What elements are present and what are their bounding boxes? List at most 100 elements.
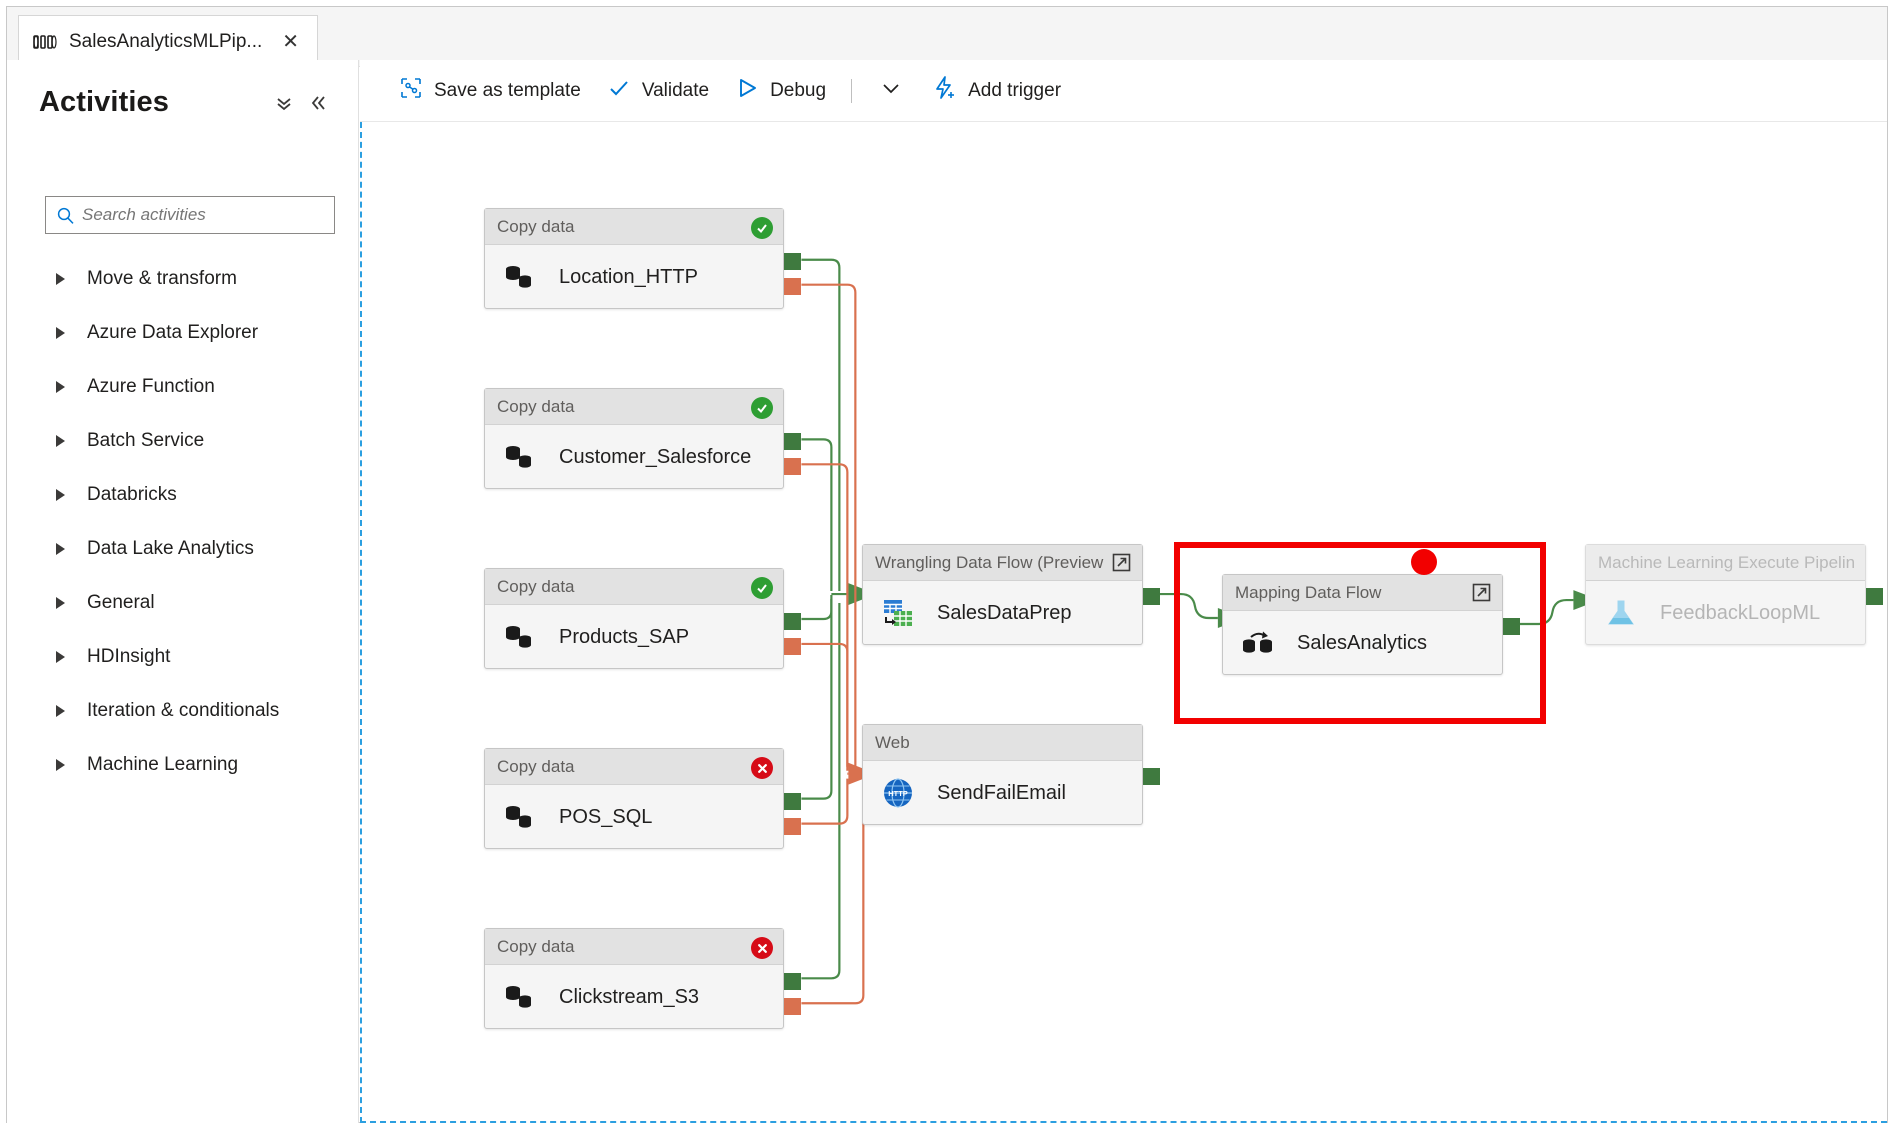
page-title: Activities xyxy=(39,86,169,118)
node-type-label: Copy data xyxy=(497,216,575,236)
activity-node-sendfailemail[interactable]: Web HTTP SendFailEmail xyxy=(862,724,1160,825)
activity-node-clickstream-s3[interactable]: Copy data Clickstream_S3 xyxy=(484,928,801,1029)
node-header: Wrangling Data Flow (Preview xyxy=(863,545,1142,581)
chevron-double-left-icon[interactable] xyxy=(301,90,335,116)
pipeline-graph: Copy data Location_HTTP xyxy=(362,122,1887,1121)
lightning-bolt-icon xyxy=(931,75,957,106)
add-trigger-label: Add trigger xyxy=(968,79,1062,101)
add-trigger-button[interactable]: Add trigger xyxy=(918,70,1074,112)
node-body: Customer_Salesforce xyxy=(485,425,783,489)
sidebar-item-batch-service[interactable]: Batch Service xyxy=(45,414,345,468)
success-output-port[interactable] xyxy=(784,973,801,990)
node-name-label: Products_SAP xyxy=(559,625,690,648)
open-in-new-icon[interactable] xyxy=(1471,582,1492,603)
tab-strip: SalesAnalyticsMLPip... ✕ xyxy=(7,7,1887,67)
chevron-down-icon xyxy=(880,77,902,104)
debug-dropdown-button[interactable] xyxy=(864,69,918,112)
mapping-dataflow-icon xyxy=(1241,629,1275,657)
breakpoint-dot-indicator xyxy=(1411,549,1437,575)
search-activities-box[interactable] xyxy=(45,196,335,234)
sidebar-item-label: Azure Function xyxy=(87,376,215,397)
node-body: FeedbackLoopML xyxy=(1586,581,1865,645)
http-web-icon: HTTP xyxy=(881,777,915,809)
tab-pipeline[interactable]: SalesAnalyticsMLPip... ✕ xyxy=(18,15,318,67)
node-type-label: Copy data xyxy=(497,576,575,596)
chevron-right-icon xyxy=(53,703,67,719)
node-name-label: Clickstream_S3 xyxy=(559,985,700,1008)
copy-data-icon xyxy=(503,442,537,472)
failure-output-port[interactable] xyxy=(784,638,801,655)
sidebar-item-label: Azure Data Explorer xyxy=(87,322,259,343)
node-name-label: Customer_Salesforce xyxy=(559,445,752,468)
node-header: Machine Learning Execute Pipeline xyxy=(1586,545,1865,581)
sidebar-item-databricks[interactable]: Databricks xyxy=(45,468,345,522)
activity-node-pos-sql[interactable]: Copy data POS_SQL xyxy=(484,748,801,849)
chevron-right-icon xyxy=(53,649,67,665)
success-output-port[interactable] xyxy=(784,613,801,630)
sidebar-item-hdinsight[interactable]: HDInsight xyxy=(45,630,345,684)
node-name-label: SalesAnalytics xyxy=(1297,631,1428,654)
chevron-right-icon xyxy=(53,325,67,341)
validate-button[interactable]: Validate xyxy=(594,70,722,112)
activity-node-customer-salesforce[interactable]: Copy data Customer_Salesforce xyxy=(484,388,801,489)
failure-output-port[interactable] xyxy=(784,458,801,475)
chevron-double-down-icon[interactable] xyxy=(267,90,301,116)
copy-data-icon xyxy=(503,262,537,292)
node-header: Web xyxy=(863,725,1142,761)
checkmark-icon xyxy=(607,76,631,105)
close-icon[interactable]: ✕ xyxy=(282,30,299,53)
sidebar-item-general[interactable]: General xyxy=(45,576,345,630)
sidebar-item-azure-function[interactable]: Azure Function xyxy=(45,360,345,414)
success-output-port[interactable] xyxy=(1503,618,1520,635)
pipeline-canvas[interactable]: Copy data Location_HTTP xyxy=(360,122,1887,1123)
svg-text:HTTP: HTTP xyxy=(888,789,908,798)
search-input[interactable] xyxy=(82,205,334,225)
activities-header: Activities xyxy=(39,86,335,119)
activity-node-feedbackloopml[interactable]: Machine Learning Execute Pipeline Feedba… xyxy=(1585,544,1883,645)
copy-data-icon xyxy=(503,802,537,832)
node-type-label: Web xyxy=(875,732,910,752)
node-header: Copy data xyxy=(485,389,783,425)
sidebar-item-label: Iteration & conditionals xyxy=(87,700,280,721)
search-icon xyxy=(46,206,82,225)
failure-output-port[interactable] xyxy=(784,818,801,835)
node-header: Copy data xyxy=(485,209,783,245)
node-type-label: Copy data xyxy=(497,756,575,776)
status-badge-failed xyxy=(751,757,773,779)
copy-data-icon xyxy=(503,622,537,652)
success-output-port[interactable] xyxy=(1143,768,1160,785)
success-output-port[interactable] xyxy=(784,253,801,270)
sidebar-item-move-transform[interactable]: Move & transform xyxy=(45,252,345,306)
status-badge-success xyxy=(751,397,773,419)
chevron-right-icon xyxy=(53,379,67,395)
success-output-port[interactable] xyxy=(1143,588,1160,605)
chevron-right-icon xyxy=(53,487,67,503)
activity-node-salesdataprep[interactable]: Wrangling Data Flow (Preview xyxy=(862,544,1160,645)
activity-node-products-sap[interactable]: Copy data Products_SAP xyxy=(484,568,801,669)
activity-category-list: Move & transform Azure Data Explorer Azu… xyxy=(45,252,345,792)
node-body: Products_SAP xyxy=(485,605,783,669)
success-output-port[interactable] xyxy=(1866,588,1883,605)
node-type-label: Copy data xyxy=(497,936,575,956)
node-header: Copy data xyxy=(485,569,783,605)
sidebar-item-data-lake-analytics[interactable]: Data Lake Analytics xyxy=(45,522,345,576)
node-name-label: POS_SQL xyxy=(559,805,653,828)
activity-node-location-http[interactable]: Copy data Location_HTTP xyxy=(484,208,801,309)
node-body: SalesAnalytics xyxy=(1223,611,1502,675)
failure-output-port[interactable] xyxy=(784,998,801,1015)
success-output-port[interactable] xyxy=(784,433,801,450)
activity-node-salesanalytics[interactable]: Mapping Data Flow xyxy=(1222,574,1520,675)
save-as-template-button[interactable]: Save as template xyxy=(386,70,594,112)
failure-output-port[interactable] xyxy=(784,278,801,295)
success-output-port[interactable] xyxy=(784,793,801,810)
sidebar-item-azure-data-explorer[interactable]: Azure Data Explorer xyxy=(45,306,345,360)
open-in-new-icon[interactable] xyxy=(1111,552,1132,573)
tab-label: SalesAnalyticsMLPip... xyxy=(69,30,263,52)
sidebar-item-iteration-conditionals[interactable]: Iteration & conditionals xyxy=(45,684,345,738)
debug-button[interactable]: Debug xyxy=(722,70,839,112)
sidebar-item-machine-learning[interactable]: Machine Learning xyxy=(45,738,345,792)
sidebar-item-label: Data Lake Analytics xyxy=(87,538,254,559)
sidebar-item-label: Move & transform xyxy=(87,268,237,289)
sidebar-item-label: Batch Service xyxy=(87,430,205,451)
